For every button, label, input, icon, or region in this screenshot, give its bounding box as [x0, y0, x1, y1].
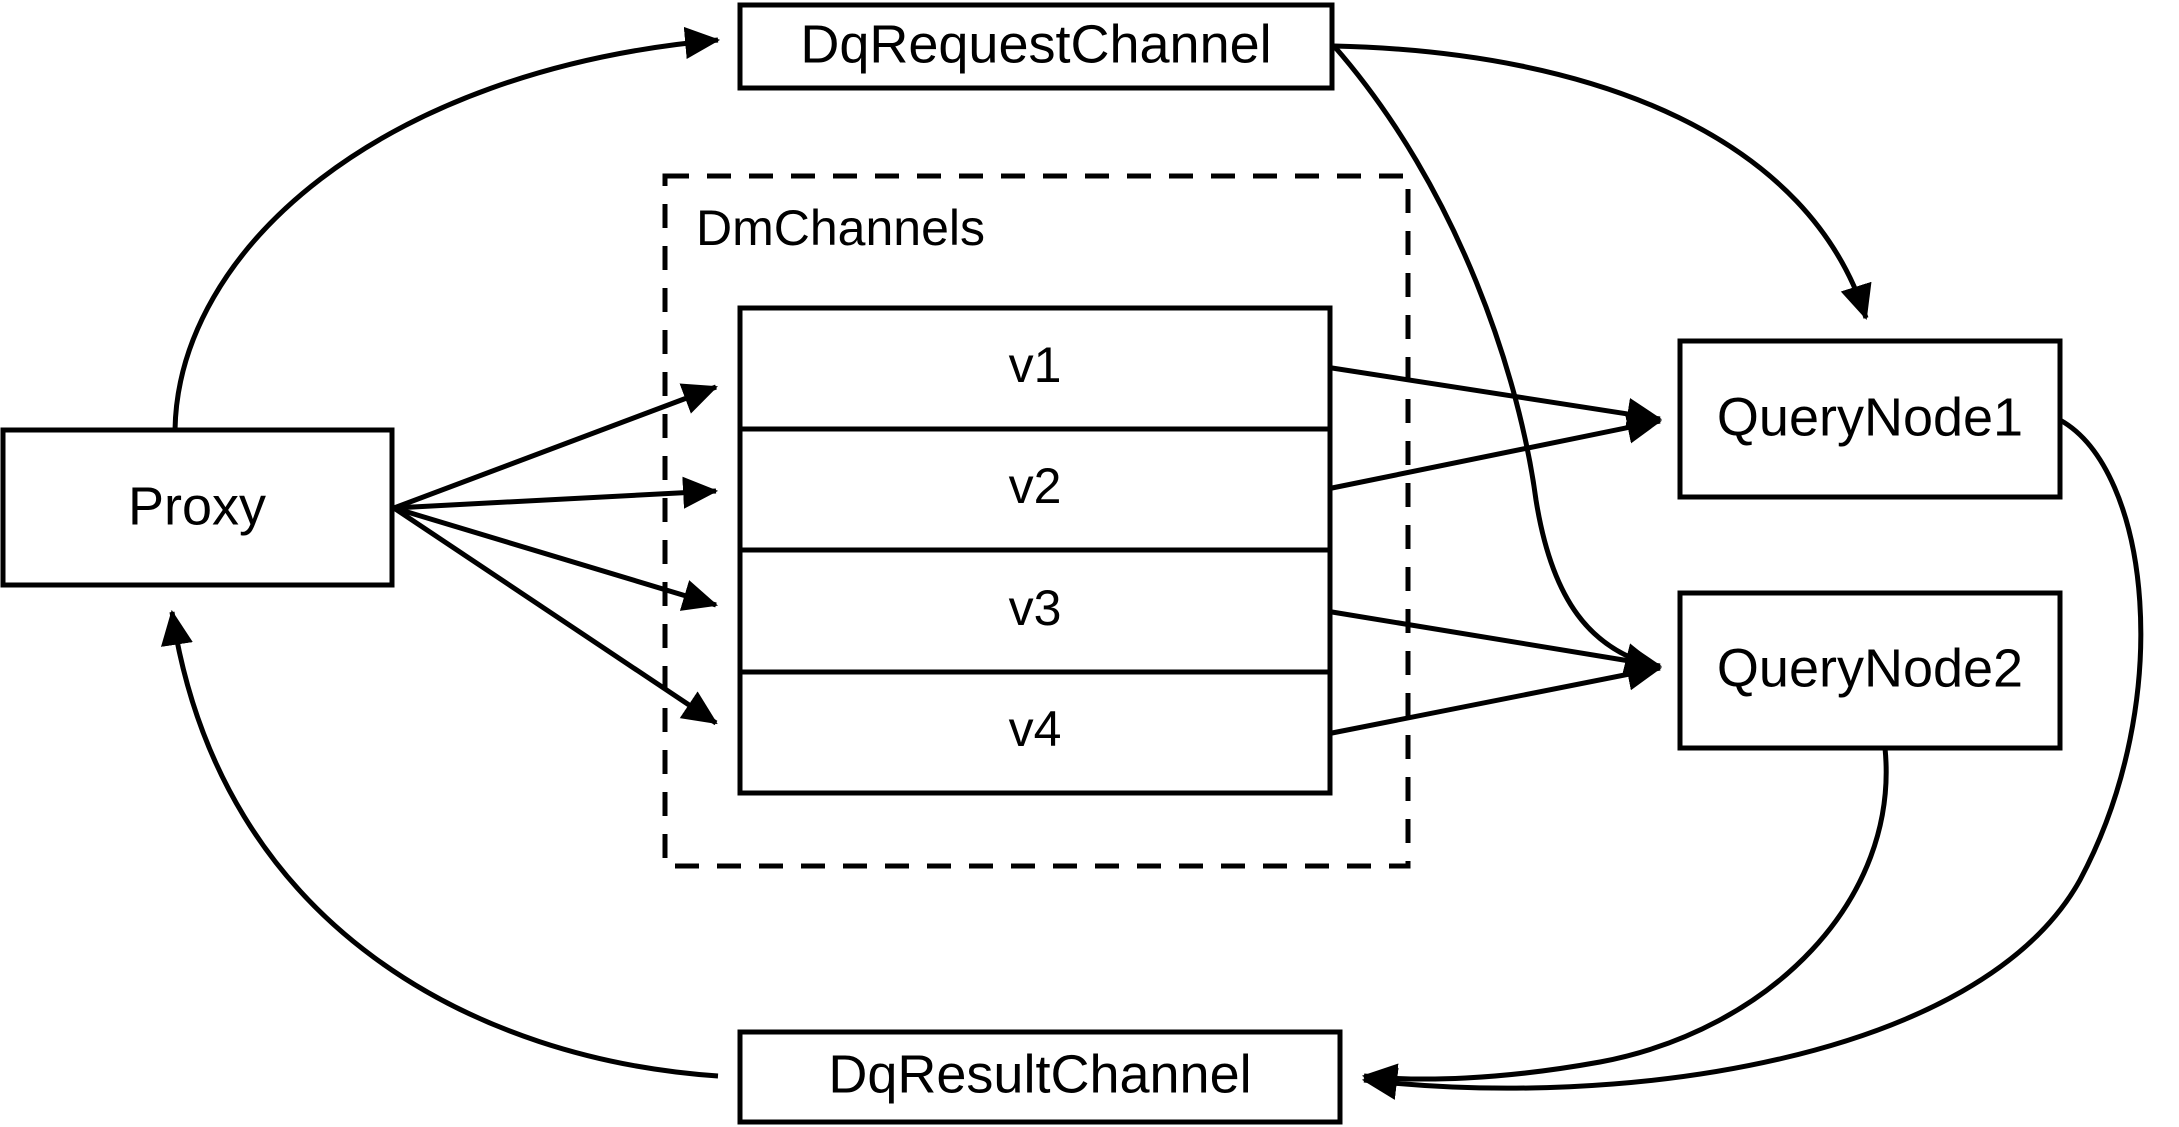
- dq-request-channel-label: DqRequestChannel: [800, 14, 1271, 74]
- edge-proxy-to-v2: [393, 476, 719, 511]
- edge-v3-to-querynode2: [1331, 609, 1663, 677]
- edge-proxy-to-v3: [393, 505, 719, 611]
- edge-proxy-to-v1: [393, 383, 718, 511]
- edge-dqresultchannel-to-proxy: [161, 609, 719, 1079]
- edge-v1-to-querynode1: [1331, 365, 1663, 430]
- dmchannel-cell-v3[interactable]: v3: [1009, 580, 1062, 636]
- dq-request-channel-box[interactable]: [737, 2, 1335, 91]
- node-query-node-1[interactable]: QueryNode1: [1677, 338, 2063, 500]
- dmchannels-group: DmChannels: [662, 173, 1411, 869]
- edge-proxy-to-dqrequestchannel: [172, 26, 721, 431]
- edge-querynode1-to-dqresultchannel: [1361, 417, 2144, 1100]
- dmchannels-group-label: DmChannels: [696, 200, 985, 256]
- dmchannel-cell-v1[interactable]: v1: [1009, 337, 1062, 393]
- node-proxy[interactable]: Proxy: [0, 427, 395, 588]
- dmchannel-cell-v4[interactable]: v4: [1009, 701, 1062, 757]
- query-node-1-label: QueryNode1: [1717, 387, 2023, 447]
- dq-result-channel-box[interactable]: [737, 1029, 1343, 1125]
- query-node-2-box[interactable]: [1677, 590, 2063, 751]
- edge-dqrequestchannel-to-querynode2: [1332, 44, 1661, 675]
- node-dq-request-channel[interactable]: DqRequestChannel: [737, 2, 1335, 91]
- proxy-box[interactable]: [0, 427, 395, 588]
- edge-proxy-to-v4: [392, 505, 718, 726]
- dq-result-channel-label: DqResultChannel: [828, 1044, 1251, 1104]
- dmchannel-cell-v2[interactable]: v2: [1009, 458, 1062, 514]
- dmchannels-group-border: [662, 173, 1411, 869]
- node-query-node-2[interactable]: QueryNode2: [1677, 590, 2063, 751]
- query-node-2-label: QueryNode2: [1717, 638, 2023, 698]
- proxy-label: Proxy: [128, 476, 266, 536]
- query-node-1-box[interactable]: [1677, 338, 2063, 500]
- edge-querynode2-to-dqresultchannel: [1361, 747, 1889, 1096]
- edge-dqrequestchannel-to-querynode1: [1333, 43, 1872, 321]
- node-dq-result-channel[interactable]: DqResultChannel: [737, 1029, 1343, 1125]
- dmchannels-table: v1 v2 v3 v4: [737, 305, 1333, 796]
- edge-v2-to-querynode1: [1331, 411, 1663, 491]
- edge-v4-to-querynode2: [1331, 658, 1663, 736]
